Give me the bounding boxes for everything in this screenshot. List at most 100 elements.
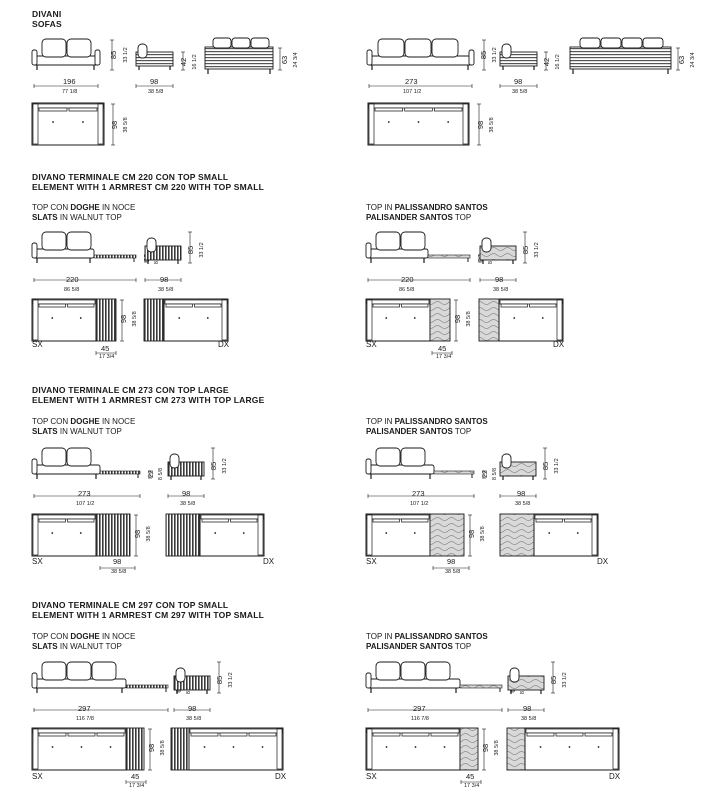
dim-297-in: 116 7/8 [76, 716, 94, 722]
side-back-cushion [481, 237, 492, 253]
plan-arm [32, 514, 39, 556]
plan-dot [109, 746, 112, 748]
dim-98-in: 38 5/8 [111, 569, 127, 575]
side-dx: DX [263, 557, 275, 566]
plan-top [95, 298, 117, 342]
section-title-en: ELEMENT WITH 1 ARMREST CM 220 WITH TOP S… [32, 182, 265, 192]
plan-back [366, 728, 460, 734]
plan-cushion [38, 107, 68, 112]
sofa-front [31, 447, 141, 475]
dim-85: 85 [109, 51, 118, 59]
back-cushion [66, 447, 92, 467]
sofa-plan [533, 513, 599, 557]
back-cushion [41, 447, 67, 467]
plan-dot [51, 317, 54, 319]
side-dx: DX [275, 772, 287, 781]
dim-273: 273 [78, 489, 91, 498]
plan-cushion [165, 303, 193, 308]
sofa-plan [524, 727, 620, 771]
dim-98-in: 38 5/8 [489, 117, 495, 132]
dim-63-in: 24 3/4 [293, 52, 299, 67]
dim-85-in: 33 1/2 [228, 672, 234, 687]
plan-top [506, 727, 526, 771]
plan-cushion [38, 518, 66, 523]
plan-back [164, 299, 228, 305]
plan-dot [568, 746, 571, 748]
plan-top [125, 727, 145, 771]
plan-cushion [67, 518, 95, 523]
sofa-front [365, 447, 475, 475]
plan-arm [591, 514, 598, 556]
plan-dot [79, 532, 82, 534]
dim-85: 85 [479, 51, 488, 59]
plan-cushion [555, 732, 584, 737]
plan-dot [52, 121, 54, 123]
side-back-cushion [501, 453, 512, 469]
dim-45-in: 17 3/4 [436, 354, 452, 360]
plan-dot [82, 121, 84, 123]
plan-dot [80, 746, 83, 748]
dim-22-in: 8 5/8 [158, 468, 164, 480]
plan-arm [612, 728, 619, 770]
dim-98-in: 38 5/8 [512, 89, 528, 95]
back-cushion [41, 38, 67, 58]
dim-85-in: 33 1/2 [534, 242, 540, 257]
plan-dot [597, 746, 600, 748]
side-sx: SX [32, 557, 43, 566]
side-table-top [433, 470, 475, 475]
sofa-arm [468, 49, 475, 66]
dim-98: 98 [517, 489, 526, 498]
dim-98-in: 38 5/8 [480, 526, 486, 541]
plan-arm [366, 299, 373, 341]
sofa-seat [33, 55, 99, 66]
plan-cushion [401, 732, 430, 737]
side-table-top [125, 684, 169, 689]
sofa-side [167, 453, 205, 477]
dim-98: 98 [133, 530, 142, 538]
sofa-plan [31, 513, 97, 557]
dim-220: 220 [66, 275, 79, 284]
back-cushion [41, 661, 67, 681]
plan-cushion [374, 107, 404, 112]
side-table-top [459, 684, 503, 689]
sofa-arm [31, 49, 38, 66]
plan-arm [462, 103, 469, 145]
dim-85: 85 [215, 676, 224, 684]
dim-98: 98 [447, 557, 456, 566]
dim-98: 98 [147, 744, 156, 752]
dim-85-in: 33 1/2 [554, 458, 560, 473]
dim-98-in: 38 5/8 [445, 569, 461, 575]
plan-cushion [38, 732, 67, 737]
plan-dot [214, 532, 217, 534]
plan-top [429, 298, 451, 342]
side-sx: SX [32, 772, 43, 781]
dim-220: 220 [401, 275, 414, 284]
dim-45: 45 [101, 344, 110, 353]
plan-back [366, 299, 430, 305]
sofa-plan [31, 102, 105, 146]
plan-dot [447, 121, 450, 123]
plan-cushion [219, 732, 248, 737]
dim-273: 273 [412, 489, 425, 498]
sofa-plan [31, 298, 97, 342]
dim-22-in: 8 5/8 [492, 468, 498, 480]
sofa-side [499, 43, 538, 67]
sofa-arm [365, 242, 372, 259]
plan-cushion [433, 107, 463, 112]
sofa-plan [188, 727, 284, 771]
plan-dot [385, 317, 388, 319]
plan-cushion [372, 303, 400, 308]
sofa-plan [498, 298, 564, 342]
dim-98-in: 38 5/8 [158, 287, 174, 293]
dim-45: 45 [131, 772, 140, 781]
plan-arm [257, 514, 264, 556]
back-cushion [621, 37, 643, 49]
dim-98: 98 [476, 121, 485, 129]
plan-dot [206, 317, 209, 319]
dim-98-in: 38 5/8 [148, 89, 164, 95]
sofa-seat [33, 464, 101, 475]
variant-walnut-en: SLATS IN WALNUT TOP [32, 427, 122, 436]
dim-45: 45 [466, 772, 475, 781]
dim-98: 98 [481, 744, 490, 752]
dim-22: 22 [148, 470, 155, 478]
